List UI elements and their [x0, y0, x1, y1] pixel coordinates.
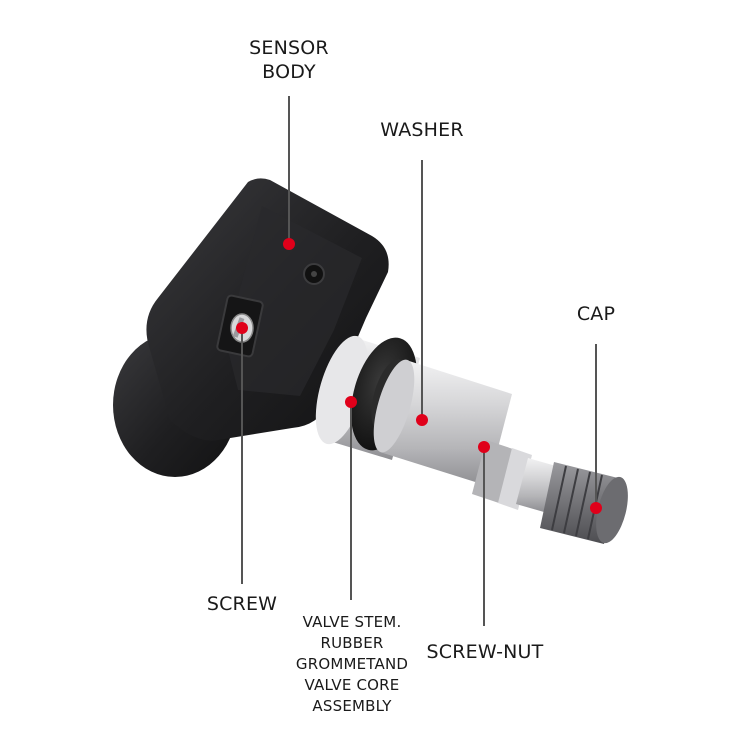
- label-valve-stem-line-1: VALVE STEM.: [302, 613, 402, 631]
- marker-dot-valve-stem: [345, 396, 357, 408]
- leader-lines: [241, 96, 597, 626]
- label-valve-stem-line-4: VALVE CORE: [304, 676, 400, 694]
- sensor-body-face: [226, 206, 362, 396]
- label-sensor-body-line-1: SENSOR: [249, 37, 329, 59]
- label-sensor-body-line-2: BODY: [262, 61, 316, 83]
- marker-dots: [236, 238, 602, 514]
- label-valve-stem-line-2: RUBBER: [320, 634, 384, 652]
- label-valve-stem-line-3: GROMMETAND: [295, 655, 409, 673]
- label-cap: CAP: [576, 303, 616, 325]
- marker-dot-washer: [416, 414, 428, 426]
- marker-dot-sensor-body: [283, 238, 295, 250]
- marker-dot-screw: [236, 322, 248, 334]
- label-valve-stem-line-5: ASSEMBLY: [312, 697, 392, 715]
- marker-dot-screw-nut: [478, 441, 490, 453]
- screw-nut: [472, 440, 556, 512]
- label-screw: SCREW: [206, 593, 278, 615]
- cap: [540, 462, 628, 544]
- marker-dot-cap: [590, 502, 602, 514]
- label-washer: WASHER: [380, 119, 464, 141]
- valve-stem: [373, 359, 512, 486]
- label-valve-stem: VALVE STEM. RUBBER GROMMETAND VALVE CORE…: [282, 612, 422, 717]
- label-screw-nut: SCREW-NUT: [426, 641, 544, 663]
- label-sensor-body: SENSOR BODY: [240, 36, 338, 84]
